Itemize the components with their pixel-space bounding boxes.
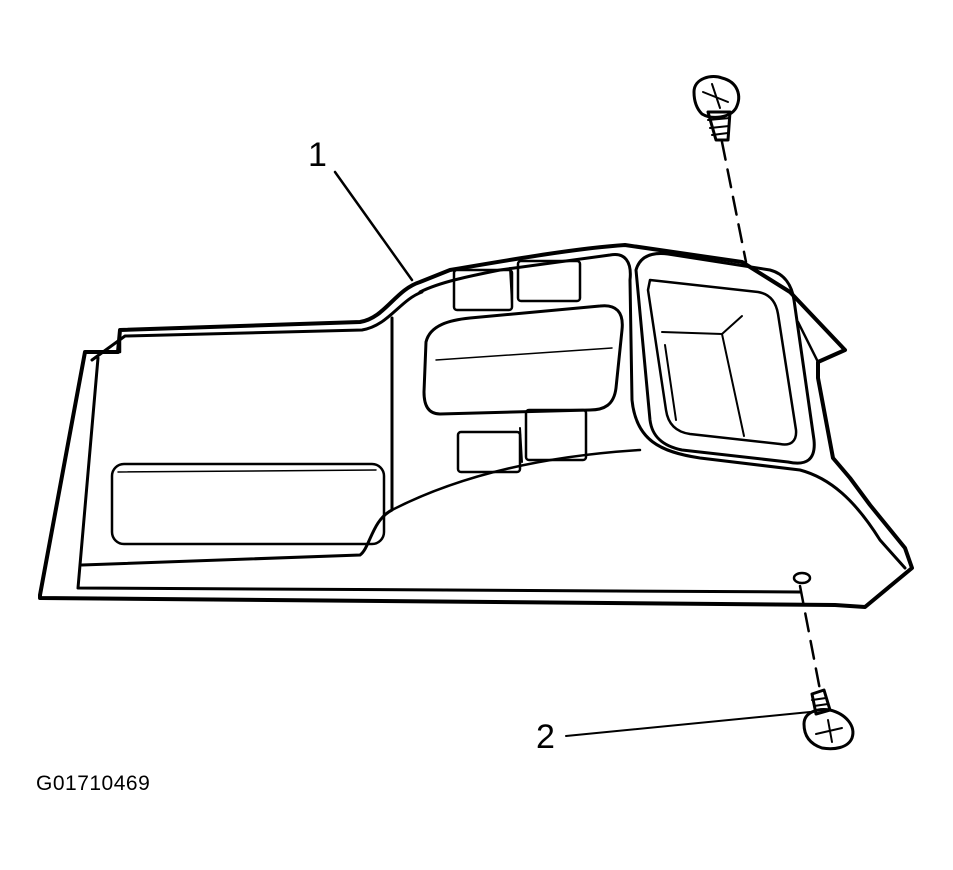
lower-screw-center-line: [798, 584, 822, 692]
upper-screw: [692, 75, 741, 142]
callout-1-label: 1: [308, 136, 327, 174]
callout-2-leader: [565, 711, 811, 737]
figure-id: G01710469: [36, 772, 151, 795]
console-trim-panel: [38, 243, 914, 609]
callout-2-label: 2: [536, 718, 555, 756]
callout-1-leader: [333, 170, 414, 282]
lower-screw: [792, 571, 855, 751]
upper-screw-center-line: [720, 140, 748, 264]
